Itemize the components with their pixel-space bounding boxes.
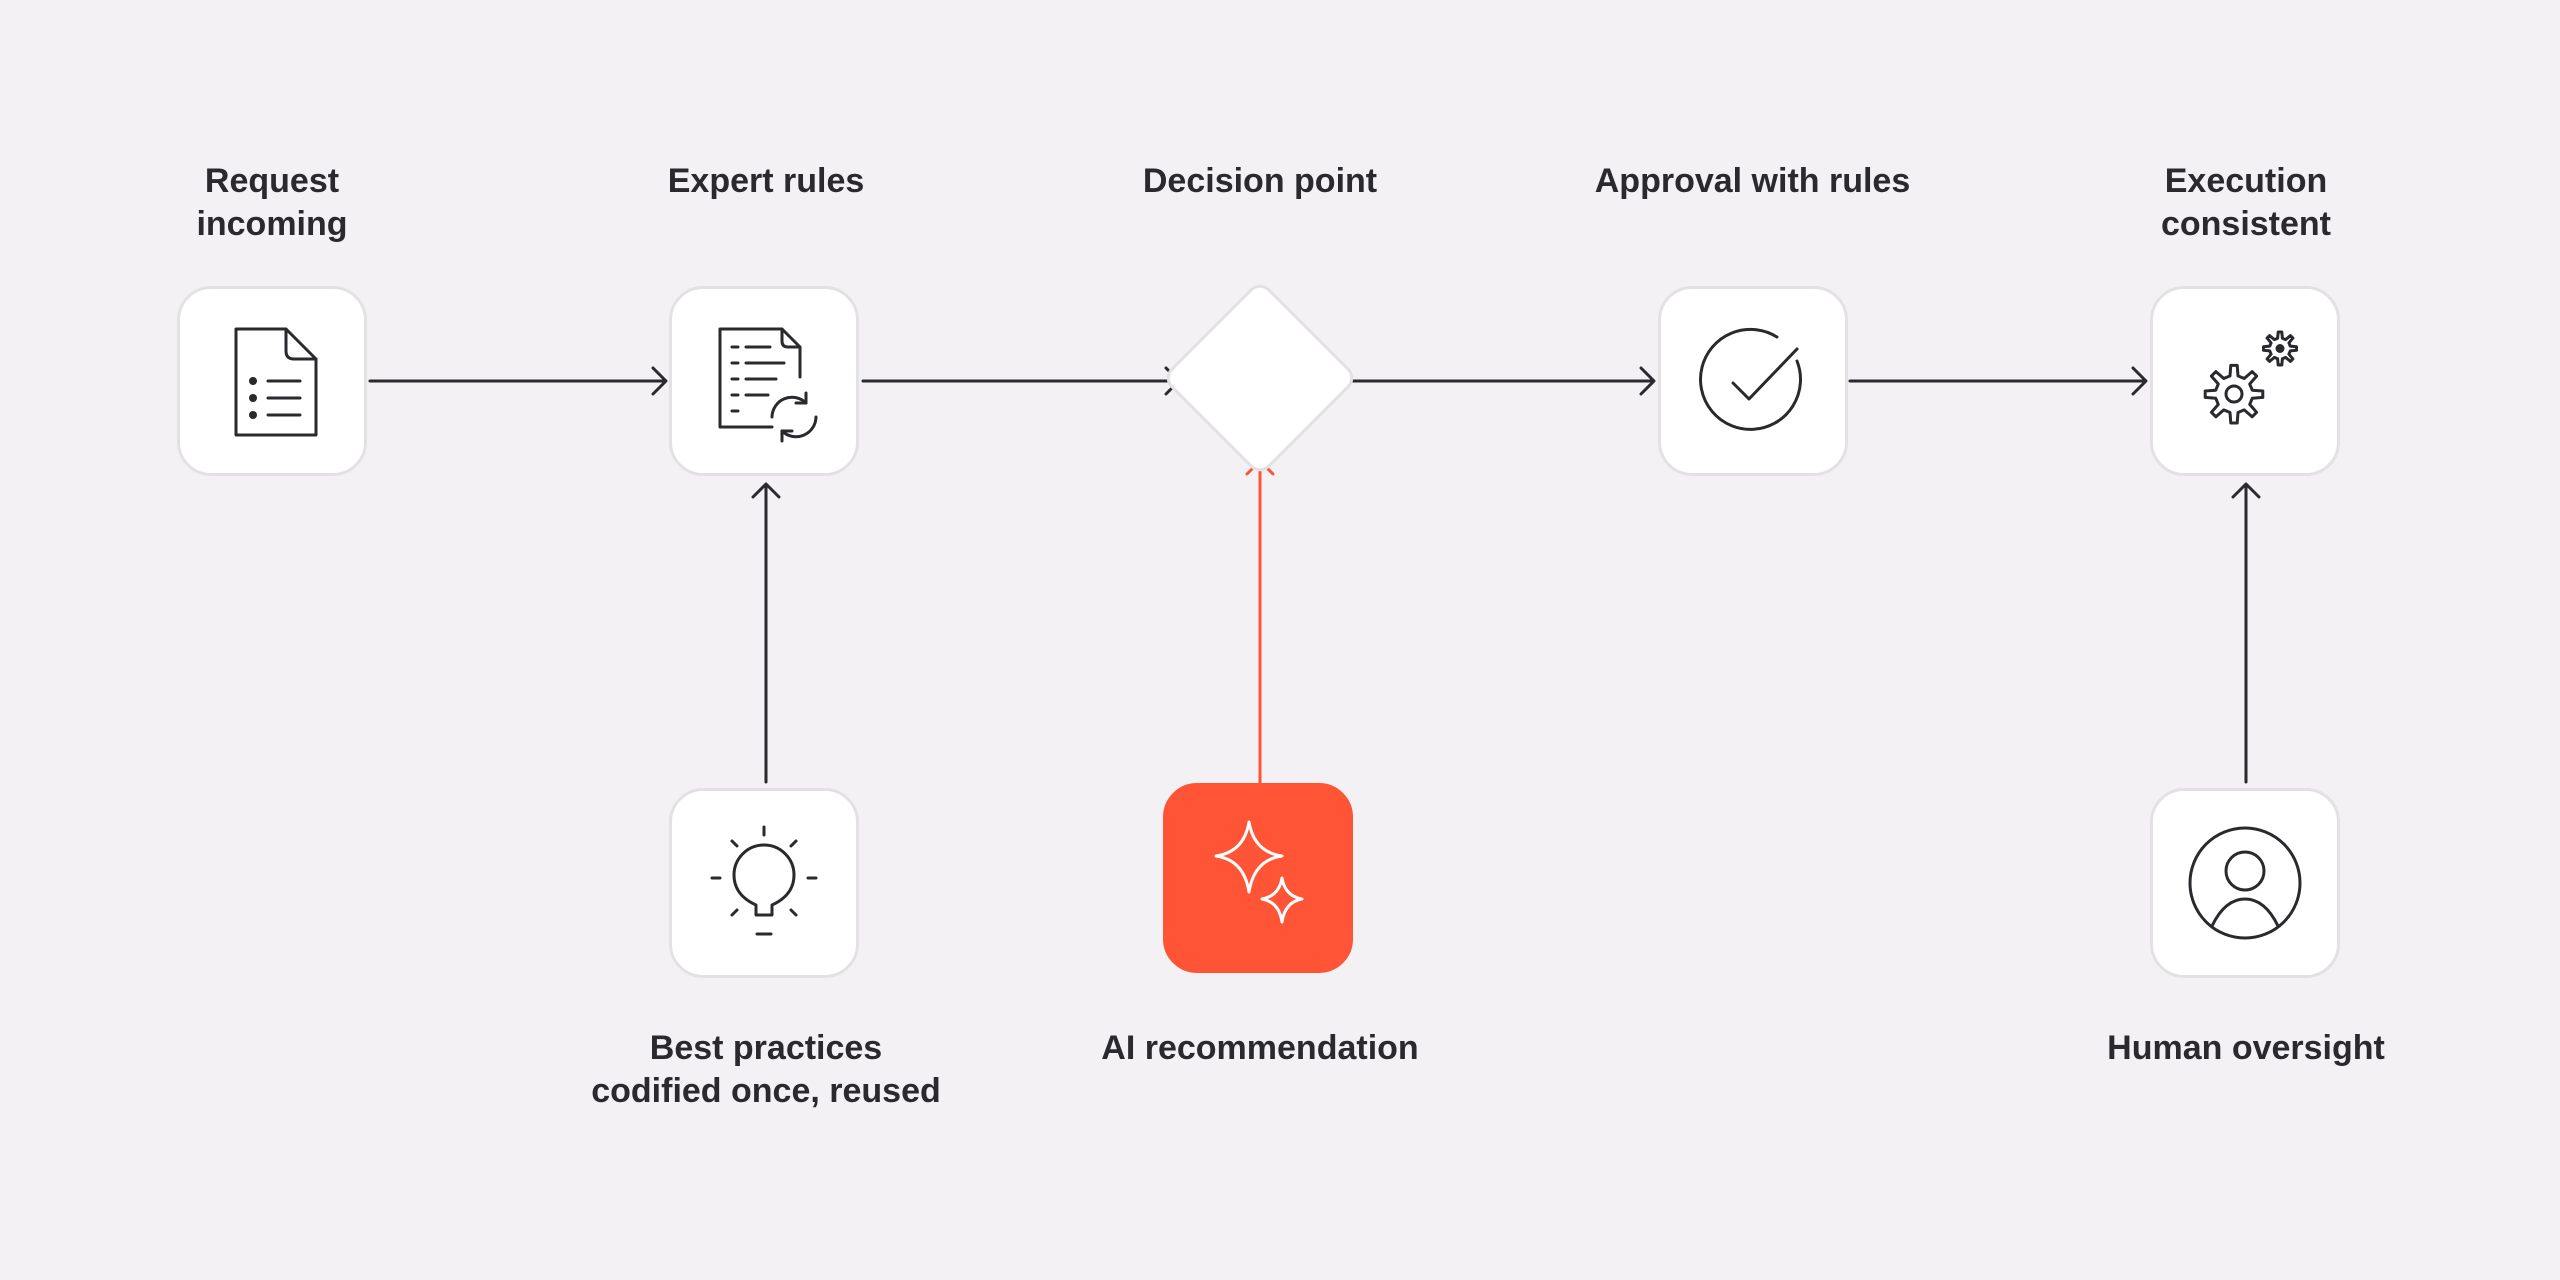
arrow-approval-to-execution (1848, 366, 2148, 396)
arrow-expert-rules-to-decision (861, 366, 1181, 396)
gears-icon (2203, 330, 2298, 425)
node-execution (2150, 286, 2340, 476)
document-list-icon (234, 327, 318, 437)
label-expert-rules: Expert rules (667, 162, 865, 200)
node-request (177, 286, 367, 476)
label-request: Request incoming (196, 162, 348, 243)
node-human-oversight (2150, 788, 2340, 978)
node-approval (1658, 286, 1848, 476)
label-best-practices: Best practices codified once, reused (591, 1029, 941, 1110)
arrow-human-oversight-to-execution (2231, 482, 2261, 784)
node-expert-rules (669, 286, 859, 476)
document-refresh-icon (718, 327, 818, 443)
lightbulb-icon (710, 825, 818, 936)
label-approval: Approval with rules (1594, 162, 1911, 200)
user-circle-icon (2188, 826, 2302, 940)
node-ai-recommendation (1163, 783, 1353, 973)
arrow-decision-to-approval (1336, 366, 1656, 396)
label-execution: Execution consistent (2160, 162, 2332, 243)
arrow-best-practices-to-expert-rules (751, 482, 781, 784)
sparkles-icon (1214, 820, 1304, 924)
arrow-request-to-expert-rules (368, 366, 668, 396)
check-circle-icon (1699, 327, 1802, 431)
label-decision-point: Decision point (1142, 162, 1378, 200)
arrow-ai-to-decision (1245, 459, 1275, 784)
node-best-practices (669, 788, 859, 978)
label-human-oversight: Human oversight (2107, 1029, 2385, 1067)
label-ai-recommendation: AI recommendation (1101, 1029, 1419, 1067)
